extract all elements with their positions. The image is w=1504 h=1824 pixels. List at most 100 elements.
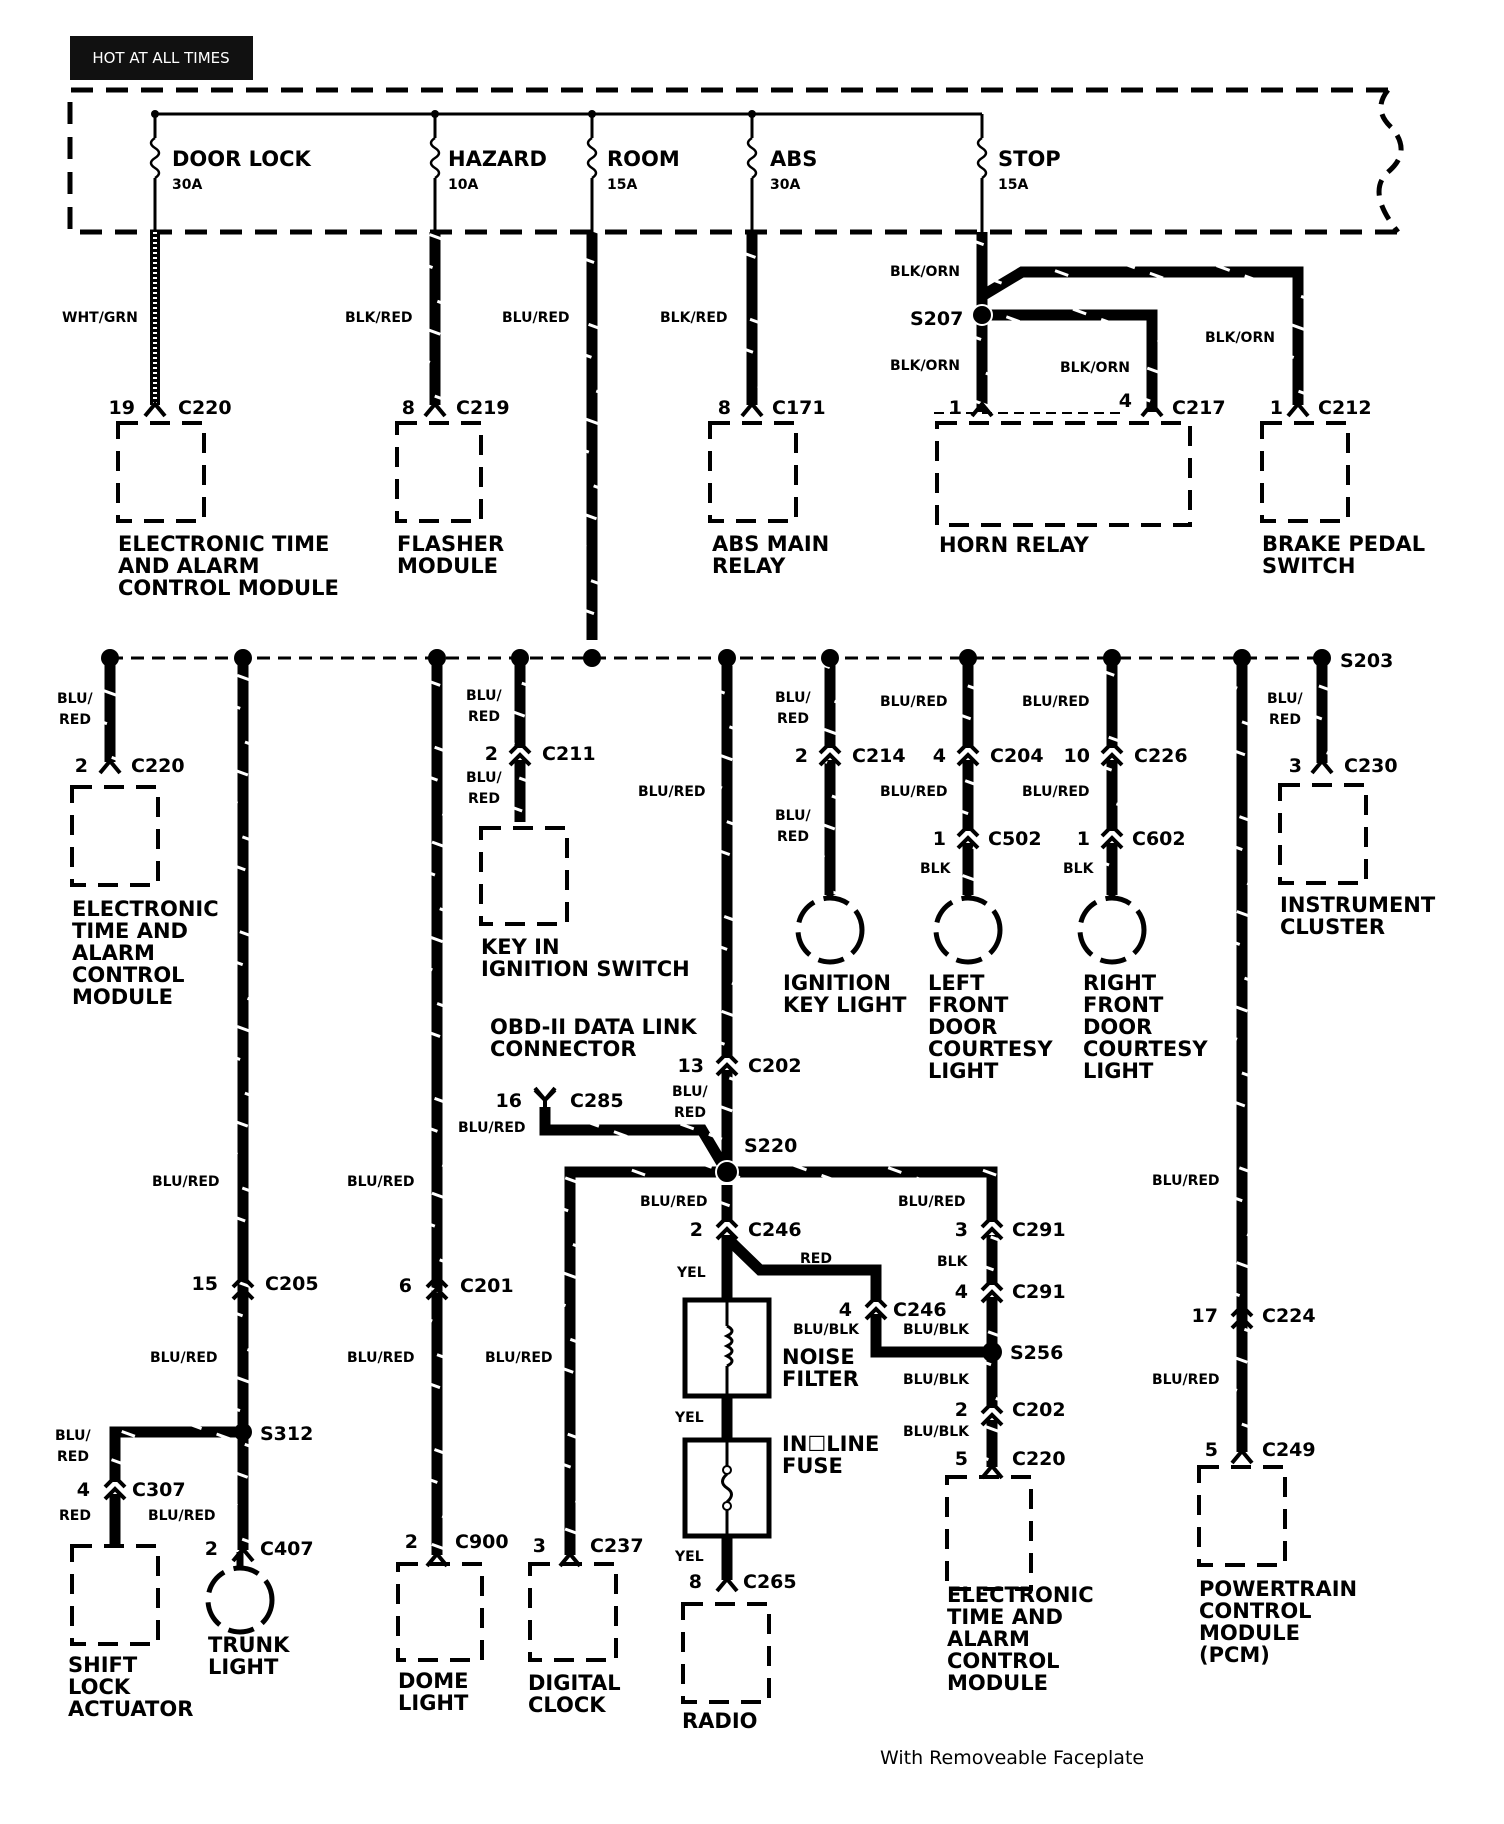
- wire-label: BLK/ORN: [1205, 330, 1275, 346]
- connector-pin: 1: [1270, 397, 1283, 419]
- connector-name: C224: [1262, 1305, 1316, 1327]
- wire-label: WHT/GRN: [62, 310, 138, 326]
- digital-clock-label: DIGITAL CLOCK: [528, 1671, 628, 1717]
- connector-pin: 8: [718, 397, 731, 419]
- splice-label: S203: [1340, 650, 1393, 672]
- wire-label: BLU/RED: [150, 1350, 218, 1366]
- wire-label: BLU/RED: [880, 784, 948, 800]
- fuse-hazard-rating: 10A: [448, 177, 478, 193]
- connector-pin: 2: [690, 1219, 703, 1241]
- etacm-left-label: ELECTRONIC TIME AND ALARM CONTROL MODULE: [72, 897, 226, 1009]
- connector-pin: 3: [1289, 755, 1302, 777]
- wire-label: YEL: [674, 1549, 704, 1565]
- connector-pin: 4: [1119, 390, 1132, 412]
- wire-label: BLU/BLK: [903, 1372, 970, 1388]
- connector-pin: 13: [678, 1055, 704, 1077]
- obd-label: OBD-II DATA LINK CONNECTOR: [490, 1015, 704, 1061]
- dome-light-label: DOME LIGHT: [398, 1669, 476, 1715]
- wire-label: BLU/RED: [502, 310, 570, 326]
- rf-courtesy-bulb-icon: [1077, 895, 1147, 965]
- connector-pin: 1: [933, 828, 946, 850]
- wire-label: BLU/RED: [458, 1120, 526, 1136]
- connector-pin: 2: [205, 1538, 218, 1560]
- horn-relay-box: [935, 421, 1192, 527]
- wire-label: RED: [468, 709, 500, 725]
- fuse-hazard-name: HAZARD: [448, 147, 547, 171]
- wire-label: RED: [777, 829, 809, 845]
- wire-label: BLU/RED: [638, 784, 706, 800]
- connector-name: C265: [743, 1571, 797, 1593]
- connector-name: C201: [460, 1275, 514, 1297]
- connector-pin: 1: [1077, 828, 1090, 850]
- connector-name: C220: [178, 397, 232, 419]
- digital-clock-box: [528, 1562, 618, 1662]
- connector-name: C307: [132, 1479, 186, 1501]
- wire-label: BLK: [937, 1254, 969, 1270]
- wire-label: BLU/RED: [347, 1174, 415, 1190]
- connector-pin: 8: [402, 397, 415, 419]
- wire-label: YEL: [674, 1410, 704, 1426]
- wire-label: BLU/: [1267, 691, 1303, 707]
- splice-dots: [101, 304, 1331, 1441]
- wire-label: BLK/ORN: [890, 358, 960, 374]
- wire-label: BLU/: [775, 690, 811, 706]
- connector-symbols: [98, 400, 1334, 1593]
- wire-label: BLU/RED: [148, 1508, 216, 1524]
- connector-name: C407: [260, 1538, 314, 1560]
- etacm-bot-box: [945, 1475, 1033, 1591]
- fuse-door-lock-name: DOOR LOCK: [172, 147, 312, 171]
- fuse-stop-name: STOP: [998, 147, 1061, 171]
- radio-box: [681, 1602, 771, 1704]
- pcm-label: POWERTRAIN CONTROL MODULE (PCM): [1199, 1577, 1364, 1667]
- wire-label: RED: [800, 1251, 832, 1267]
- connector-pin: 2: [405, 1531, 418, 1553]
- wire-label: YEL: [676, 1265, 706, 1281]
- wire-label: BLU/RED: [1022, 694, 1090, 710]
- connector-pin: 8: [689, 1571, 702, 1593]
- wire-label: BLU/: [775, 808, 811, 824]
- connector-name: C285: [570, 1090, 624, 1112]
- diagram-title: HOT AT ALL TIMES: [92, 49, 229, 67]
- wire-label: BLK/RED: [345, 310, 413, 326]
- wire-label: BLU/RED: [1152, 1173, 1220, 1189]
- fuse-door-lock-rating: 30A: [172, 177, 202, 193]
- connector-name: C220: [131, 755, 185, 777]
- wire-label: BLK/RED: [660, 310, 728, 326]
- wire-label: RED: [59, 712, 91, 728]
- wire-label: BLU/: [466, 770, 502, 786]
- connector-pin: 2: [75, 755, 88, 777]
- etacm-top-box: [116, 421, 206, 523]
- pcm-box: [1197, 1465, 1287, 1567]
- trunk-light-label: TRUNK LIGHT: [208, 1633, 297, 1679]
- wire-label: RED: [777, 711, 809, 727]
- connector-pin: 16: [496, 1090, 522, 1112]
- wires: [104, 232, 1328, 1555]
- connector-pin: 2: [795, 745, 808, 767]
- fuse-abs-rating: 30A: [770, 177, 800, 193]
- connector-name: C212: [1318, 397, 1372, 419]
- wire-label: BLU/BLK: [903, 1322, 970, 1338]
- wire-label: RED: [468, 791, 500, 807]
- connector-pin: 3: [955, 1219, 968, 1241]
- connector-name: C230: [1344, 755, 1398, 777]
- brake-switch-box: [1260, 421, 1350, 523]
- etacm-bot-label: ELECTRONIC TIME AND ALARM CONTROL MODULE: [947, 1583, 1101, 1695]
- fuse-bus: [149, 110, 988, 232]
- wire-label: BLU/RED: [1152, 1372, 1220, 1388]
- connector-pin: 5: [955, 1448, 968, 1470]
- connector-name: C205: [265, 1273, 319, 1295]
- connector-name: C217: [1172, 397, 1226, 419]
- wire-label: RED: [57, 1449, 89, 1465]
- connector-name: C246: [748, 1219, 802, 1241]
- abs-relay-box: [708, 421, 798, 523]
- connector-pin: 2: [955, 1399, 968, 1421]
- wire-label: BLK/ORN: [890, 264, 960, 280]
- connector-pin: 10: [1064, 745, 1090, 767]
- connector-name: C237: [590, 1535, 644, 1557]
- connector-name: C502: [988, 828, 1042, 850]
- ignition-key-bulb-icon: [795, 895, 865, 965]
- splice-labels: S207 S203 S220 S256 S312: [260, 308, 1393, 1445]
- fuse-room-rating: 15A: [607, 177, 637, 193]
- abs-relay-label: ABS MAIN RELAY: [712, 532, 837, 578]
